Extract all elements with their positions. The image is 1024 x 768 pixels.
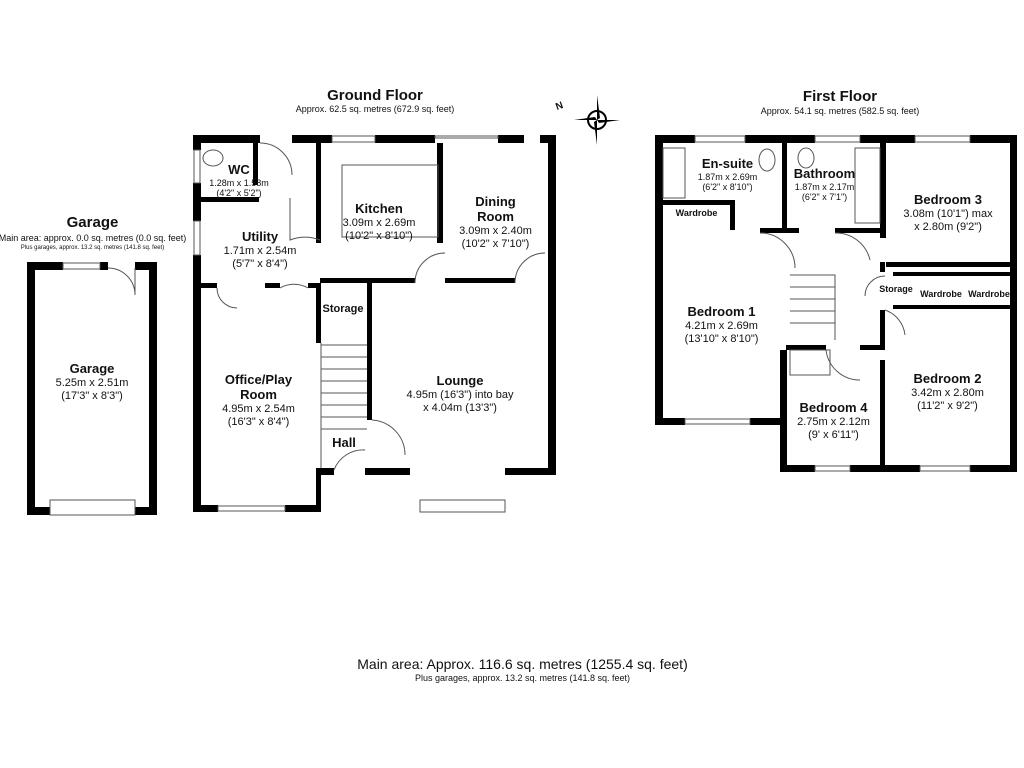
- fixtures-doors-windows: [49, 135, 971, 516]
- room-storage-ground: Storage: [322, 303, 364, 315]
- garage-sub-area: Plus garages, approx. 13.2 sq. metres (1…: [20, 245, 165, 251]
- wardrobe-bedroom-1: Wardrobe: [675, 208, 718, 218]
- room-utility: Utility 1.71m x 2.54m (5'7" x 8'4"): [223, 229, 297, 270]
- garage-title: Garage: [66, 214, 119, 231]
- room-lounge: Lounge 4.95m (16'3") into bay x 4.04m (1…: [406, 373, 514, 414]
- room-kitchen: Kitchen 3.09m x 2.69m (10'2" x 8'10"): [342, 201, 416, 242]
- room-en-suite: En-suite 1.87m x 2.69m (6'2" x 8'10"): [697, 156, 758, 193]
- footer-main-area: Main area: Approx. 116.6 sq. metres (125…: [357, 656, 688, 672]
- wardrobe-1: Wardrobe: [920, 289, 962, 299]
- walls: [27, 135, 1017, 515]
- room-office-play-room: Office/Play Room 4.95m x 2.54m (16'3" x …: [222, 372, 295, 428]
- ground-floor-title: Ground Floor: [327, 87, 423, 104]
- storage-first-floor: Storage: [879, 284, 913, 294]
- first-floor-title: First Floor: [802, 88, 878, 105]
- wardrobe-2: Wardrobe: [968, 289, 1010, 299]
- room-bedroom-4: Bedroom 4 2.75m x 2.12m (9' x 6'11"): [797, 400, 870, 441]
- first-floor-area: Approx. 54.1 sq. metres (582.5 sq. feet): [760, 106, 920, 116]
- compass-rose-icon: [574, 95, 620, 145]
- room-hall: Hall: [332, 435, 356, 450]
- room-dining-room: Dining Room 3.09m x 2.40m (10'2" x 7'10"…: [459, 194, 532, 250]
- ground-floor-area: Approx. 62.5 sq. metres (672.9 sq. feet): [295, 104, 455, 114]
- garage-area: Main area: approx. 0.0 sq. metres (0.0 s…: [0, 233, 187, 243]
- room-bedroom-2: Bedroom 2 3.42m x 2.80m (11'2" x 9'2"): [911, 371, 984, 412]
- room-wc: WC 1.28m x 1.58m (4'2" x 5'2"): [209, 162, 269, 199]
- room-garage: Garage 5.25m x 2.51m (17'3" x 8'3"): [55, 361, 129, 402]
- room-bedroom-3: Bedroom 3 3.08m (10'1") max x 2.80m (9'2…: [903, 192, 993, 233]
- room-bedroom-1: Bedroom 1 4.21m x 2.69m (13'10" x 8'10"): [684, 304, 759, 345]
- room-bathroom: Bathroom 1.87m x 2.17m (6'2" x 7'1"): [793, 166, 856, 203]
- footer-plus-garages: Plus garages, approx. 13.2 sq. metres (1…: [414, 673, 631, 683]
